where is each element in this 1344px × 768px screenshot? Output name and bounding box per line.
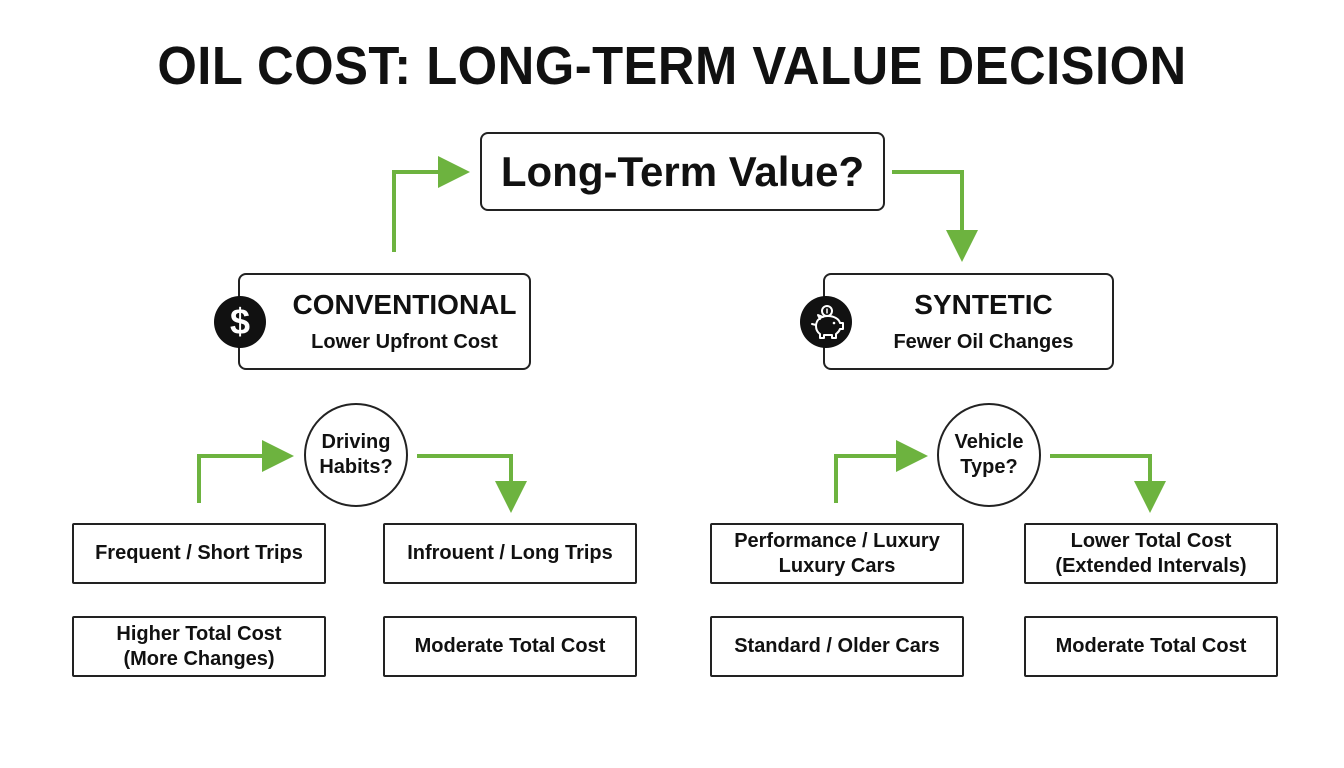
root-question-box: Long-Term Value? <box>480 132 885 211</box>
driving-habits-question: Driving Habits? <box>304 403 408 507</box>
leaf-standard-older-cars: Standard / Older Cars <box>710 616 964 677</box>
synthetic-subtitle: Fewer Oil Changes <box>893 330 1074 353</box>
arrow-to-vehicle-question <box>834 440 928 503</box>
leaf-lower-total-cost: Lower Total Cost (Extended Intervals) <box>1024 523 1278 584</box>
leaf-moderate-total-cost-right: Moderate Total Cost <box>1024 616 1278 677</box>
arrow-to-lower-total <box>1050 454 1166 513</box>
synthetic-box: SYNTETIC Fewer Oil Changes <box>823 273 1114 370</box>
dollar-icon: $ <box>214 296 266 348</box>
arrow-to-infrequent <box>417 454 527 513</box>
synthetic-title: SYNTETIC <box>914 288 1053 320</box>
leaf-moderate-total-cost-left: Moderate Total Cost <box>383 616 637 677</box>
conventional-subtitle: Lower Upfront Cost <box>311 330 498 353</box>
piggy-bank-icon <box>800 296 852 348</box>
arrow-to-driving-question <box>197 440 294 503</box>
leaf-performance-luxury: Performance / Luxury Luxury Cars <box>710 523 964 584</box>
arrow-to-root <box>392 156 470 252</box>
leaf-infrequent-long-trips: Infrouent / Long Trips <box>383 523 637 584</box>
arrow-to-synthetic <box>892 170 978 262</box>
vehicle-type-question: Vehicle Type? <box>937 403 1041 507</box>
page-title: OIL COST: LONG-TERM VALUE DECISION <box>157 36 1187 96</box>
conventional-title: CONVENTIONAL <box>292 288 517 320</box>
conventional-box: CONVENTIONAL Lower Upfront Cost <box>238 273 531 370</box>
leaf-higher-total-cost: Higher Total Cost (More Changes) <box>72 616 326 677</box>
leaf-frequent-short-trips: Frequent / Short Trips <box>72 523 326 584</box>
